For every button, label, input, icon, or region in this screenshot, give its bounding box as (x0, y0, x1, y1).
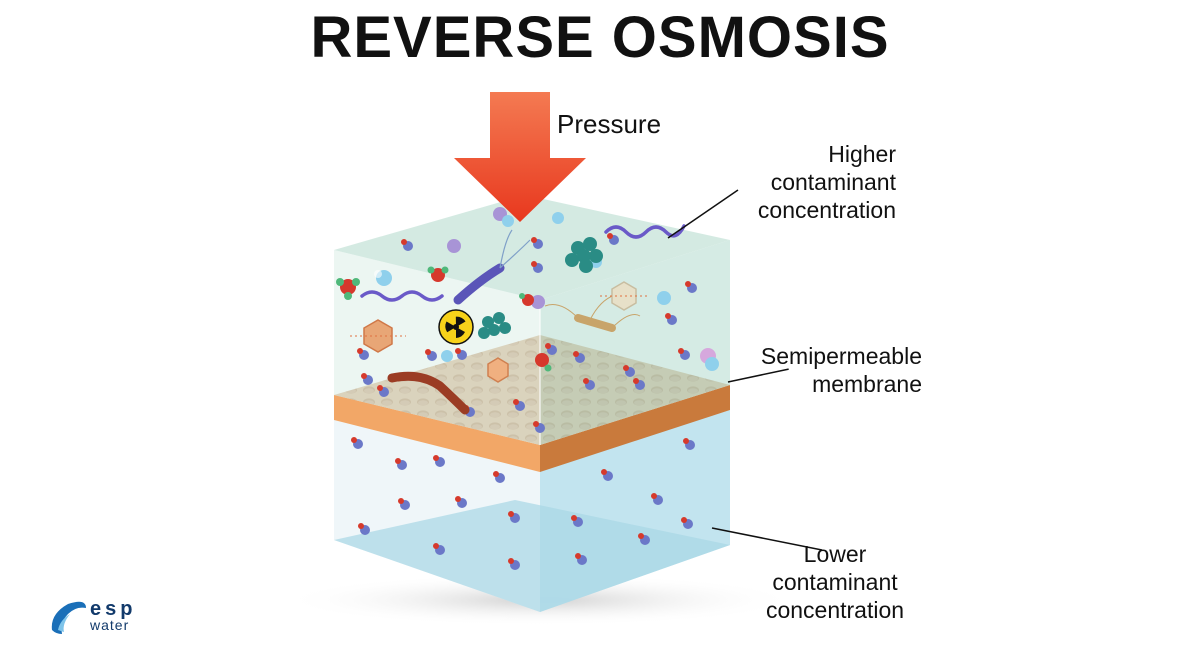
water-molecule-icon (531, 261, 543, 273)
water-molecule-icon (425, 349, 437, 361)
water-molecule-icon (531, 237, 543, 249)
water-molecule-icon (573, 351, 585, 363)
water-molecule-icon (351, 437, 363, 449)
water-molecule-icon (357, 348, 369, 360)
water-molecule-icon (638, 533, 650, 545)
chemical-molecules (336, 266, 552, 372)
water-molecule-icon (361, 373, 373, 385)
water-molecule-icon (493, 471, 505, 483)
water-molecule-icon (683, 438, 695, 450)
water-molecule-icon (665, 313, 677, 325)
higher-concentration-label: Higher contaminant concentration (700, 140, 896, 224)
water-molecule-icon (358, 523, 370, 535)
label-line: Semipermeable (760, 343, 922, 369)
water-molecule-icon (545, 343, 557, 355)
label-line: Higher (828, 141, 896, 167)
virus-icon (350, 281, 648, 383)
water-molecule-icon (455, 496, 467, 508)
droplet-logo-icon (51, 601, 86, 634)
water-molecule-icon (678, 348, 690, 360)
water-molecule-icon (508, 511, 520, 523)
esp-water-logo: esp water (48, 598, 158, 640)
water-molecule-icon (398, 498, 410, 510)
water-molecule-icon (433, 455, 445, 467)
water-molecule-icon (455, 348, 467, 360)
label-line: concentration (765, 597, 905, 623)
water-molecule-icon (401, 239, 413, 251)
bottom-water-section (334, 410, 730, 612)
water-molecule-icon (685, 281, 697, 293)
lower-concentration-label: Lower contaminant concentration (730, 540, 940, 624)
water-molecule-icon (508, 558, 520, 570)
pressure-label: Pressure (557, 109, 662, 139)
water-molecule-icon (395, 458, 407, 470)
particle-cluster-icon (478, 237, 603, 339)
page-title: REVERSE OSMOSIS (310, 5, 890, 70)
logo-sub: water (90, 617, 130, 633)
water-molecule-icon (433, 543, 445, 555)
radioactive-icon (438, 309, 474, 345)
water-molecule-icon (583, 378, 595, 390)
water-molecule-icon (601, 469, 613, 481)
water-molecule-icon (571, 515, 583, 527)
water-molecule-icon (377, 385, 389, 397)
water-molecule-icon (575, 553, 587, 565)
water-molecule-icon (513, 399, 525, 411)
water-molecule-icon (633, 378, 645, 390)
water-molecules-bottom (351, 437, 695, 570)
pressure-arrow-icon (454, 92, 586, 222)
water-molecule-icon (533, 421, 545, 433)
label-line: contaminant (772, 569, 898, 595)
label-leader-lines (667, 189, 823, 551)
water-molecule-icon (651, 493, 663, 505)
water-molecule-icon (623, 365, 635, 377)
label-line: Lower (803, 541, 867, 567)
label-line: concentration (757, 197, 896, 223)
water-molecule-icon (681, 517, 693, 529)
ion-molecules (374, 207, 719, 371)
membrane-label: Semipermeable membrane (700, 342, 922, 398)
label-line: contaminant (770, 169, 896, 195)
water-molecule-icon (607, 233, 619, 245)
logo-brand: esp (90, 598, 137, 620)
label-line: membrane (812, 371, 922, 397)
